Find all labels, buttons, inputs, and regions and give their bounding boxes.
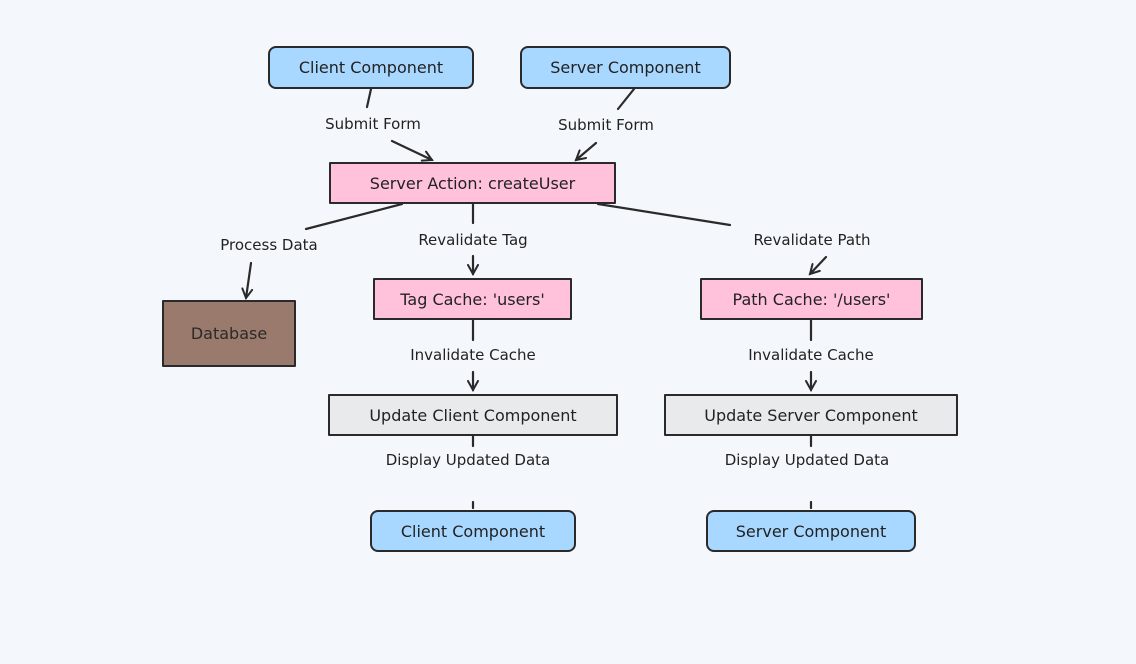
edge-label-submit-form-client: Submit Form — [306, 113, 440, 136]
update-server-component-node: Update Server Component — [664, 394, 958, 436]
edge-label-submit-form-server: Submit Form — [539, 114, 673, 137]
edge-label-process-data: Process Data — [196, 234, 342, 257]
edge-label-revalidate-tag: Revalidate Tag — [392, 229, 554, 252]
edge-label-invalidate-cache-path: Invalidate Cache — [724, 344, 898, 367]
edge-revalidate-path — [596, 202, 828, 274]
server-component-bottom-node: Server Component — [706, 510, 916, 552]
path-cache-node: Path Cache: '/users' — [700, 278, 923, 320]
tag-cache-node: Tag Cache: 'users' — [373, 278, 572, 320]
edge-server-submit — [576, 87, 636, 160]
edge-label-invalidate-cache-tag: Invalidate Cache — [386, 344, 560, 367]
edge-label-revalidate-path: Revalidate Path — [726, 229, 898, 252]
database-node: Database — [162, 300, 296, 367]
edge-label-display-updated-server: Display Updated Data — [722, 449, 892, 472]
edge-client-submit — [365, 87, 432, 160]
edge-process-data — [246, 202, 404, 298]
edge-label-display-updated-client: Display Updated Data — [383, 449, 553, 472]
server-component-top-node: Server Component — [520, 46, 731, 89]
server-action-node: Server Action: createUser — [329, 162, 616, 204]
client-component-top-node: Client Component — [268, 46, 474, 89]
update-client-component-node: Update Client Component — [328, 394, 618, 436]
client-component-bottom-node: Client Component — [370, 510, 576, 552]
